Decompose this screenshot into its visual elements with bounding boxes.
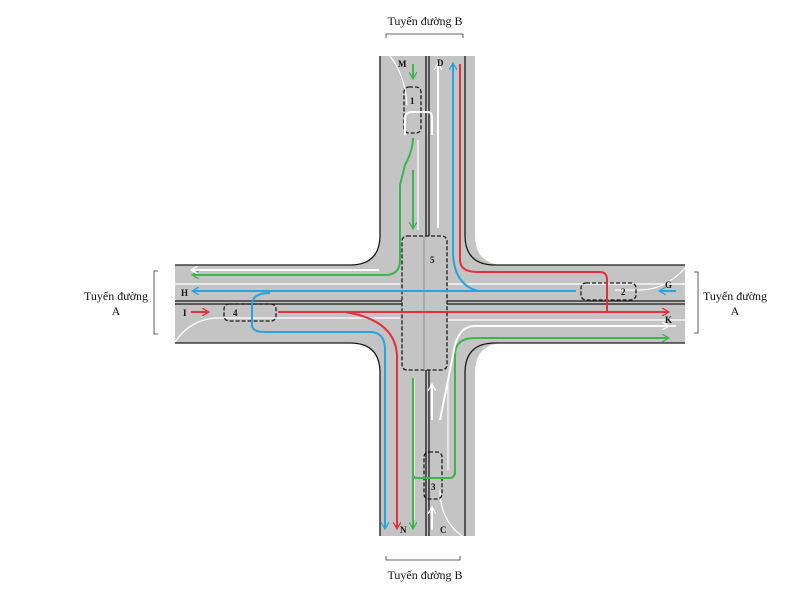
endpoint-d: D	[437, 58, 444, 68]
endpoint-k: K	[665, 315, 672, 325]
zone-2	[580, 282, 637, 301]
zone-5-label: 5	[430, 255, 435, 265]
endpoint-g: G	[665, 280, 672, 290]
route-a-right-label-line1: Tuyến đường	[703, 289, 767, 303]
route-a-left-label-line2: A	[112, 304, 121, 318]
route-a-right-label-line2: A	[731, 304, 740, 318]
flow-green	[193, 64, 668, 528]
route-b-top-label: Tuyến đường B	[387, 14, 462, 28]
zone-1-label: 1	[410, 96, 415, 106]
route-b-top-bracket	[385, 33, 464, 38]
zone-1	[403, 86, 422, 134]
lane-markings	[174, 55, 686, 537]
endpoint-c: C	[440, 525, 447, 535]
zone-3	[423, 451, 443, 500]
flow-white	[192, 64, 676, 530]
zone-3-label: 3	[431, 482, 436, 492]
route-a-left-label-line1: Tuyến đường	[84, 289, 148, 303]
zone-4-label: 4	[233, 308, 238, 318]
zone-4	[223, 303, 277, 322]
route-b-bottom-label: Tuyến đường B	[387, 568, 462, 582]
endpoint-i: I	[183, 308, 187, 318]
endpoint-m: M	[398, 59, 407, 69]
route-a-right-bracket	[694, 271, 699, 334]
endpoint-h: H	[181, 288, 188, 298]
flow-blue	[193, 64, 676, 528]
road-surface	[175, 56, 685, 536]
zone-5	[401, 235, 448, 371]
route-b-bottom-bracket	[385, 556, 461, 561]
route-a-left-bracket	[153, 270, 158, 335]
flow-red	[191, 64, 668, 528]
endpoint-n: N	[400, 525, 407, 535]
conflict-zones	[223, 86, 637, 500]
zone-2-label: 2	[621, 287, 626, 297]
